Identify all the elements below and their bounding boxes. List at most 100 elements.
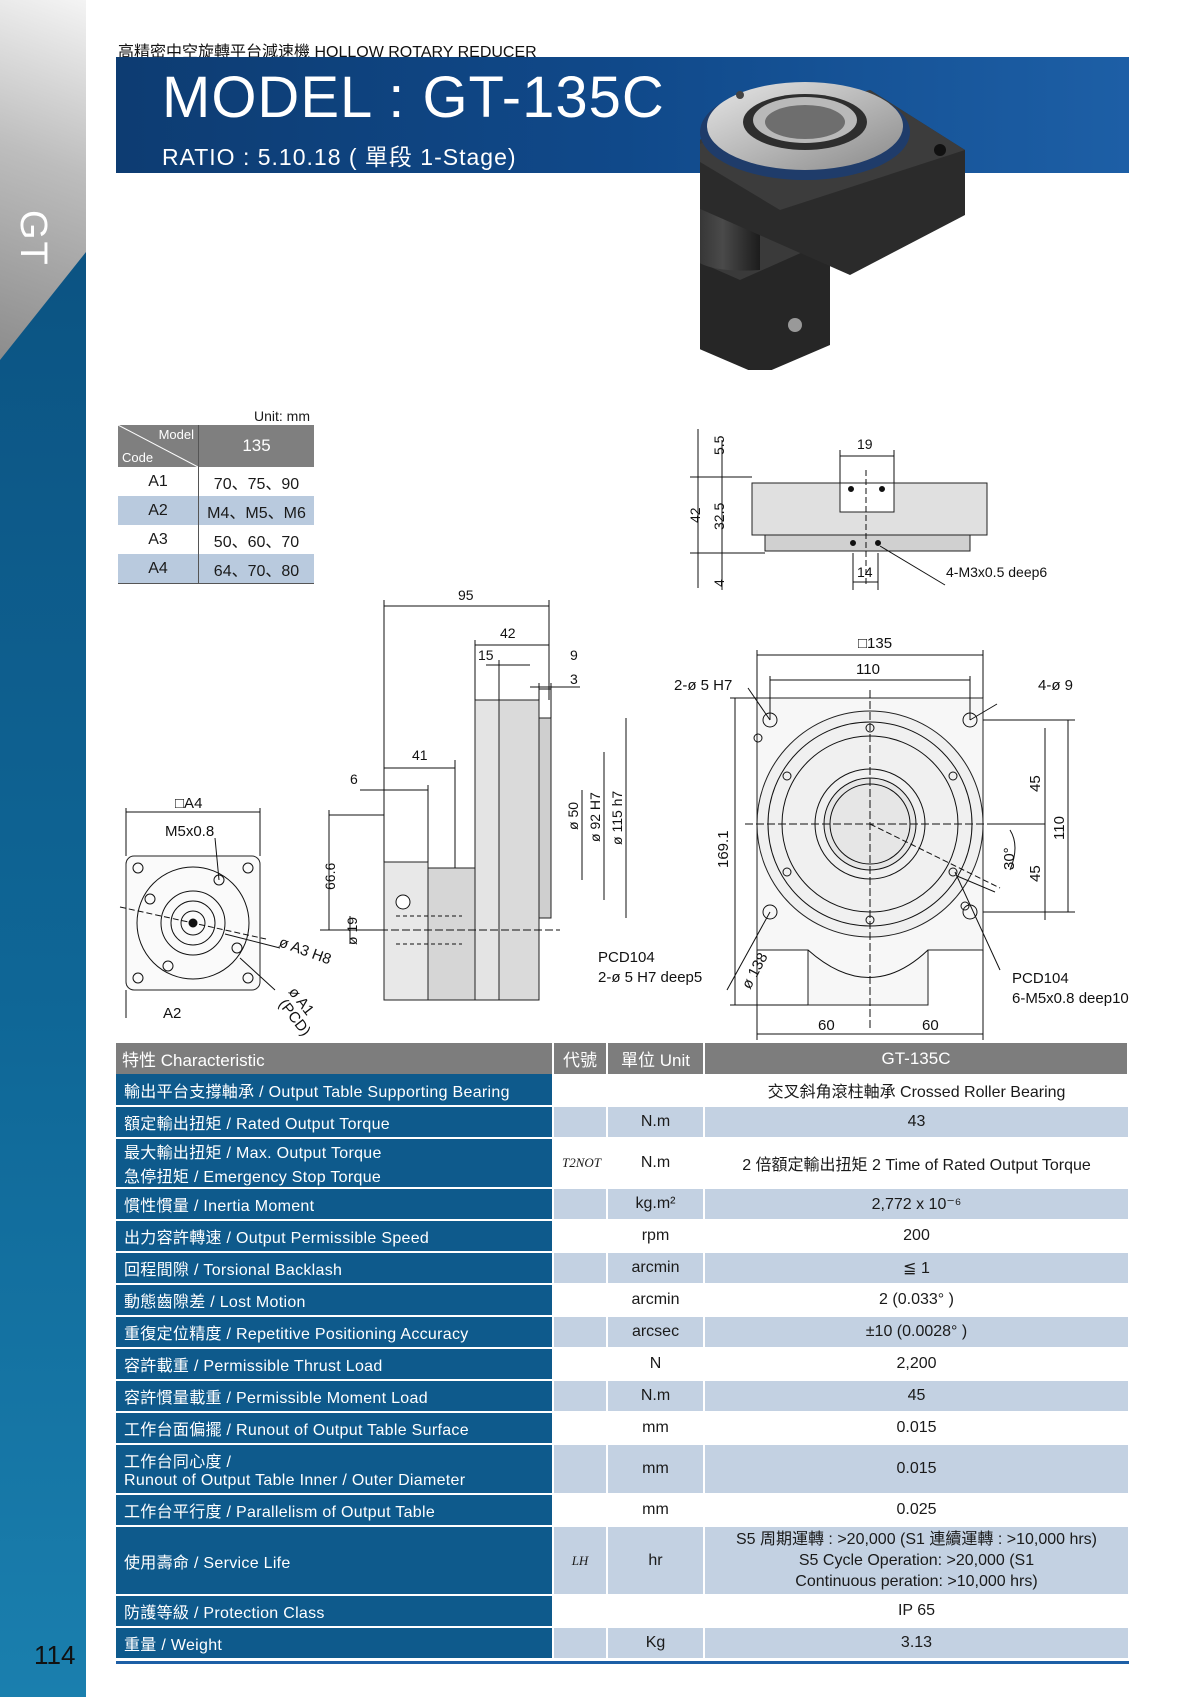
spec-row: 容許載重 / Permissible Thrust Load N 2,200 [116,1348,1128,1381]
spec-label-2: Runout of Output Table Inner / Outer Dia… [124,1472,466,1489]
dim-169-1: 169.1 [715,830,732,868]
spec-value: ±10 (0.0028° ) [704,1316,1128,1349]
code-row: A4 64、70、80 [118,554,314,584]
top-view-drawing [690,429,988,590]
spec-value: S5 周期運轉 : >20,000 (S1 連續運轉 : >10,000 hrs… [735,1531,1098,1548]
pcd-left-2: 2-ø 5 H7 deep5 [598,969,702,986]
spec-value-3: Continuous peration: >10,000 hrs) [795,1573,1038,1590]
code-cell: A3 [118,525,199,554]
dim-a2: A2 [163,1005,181,1022]
spec-symbol [553,1106,608,1139]
hole-right: 4-ø 9 [1038,677,1073,694]
header-code: Code [122,450,154,465]
spec-unit: arcmin [607,1252,705,1285]
spec-label: 動態齒隙差 / Lost Motion [116,1284,554,1317]
flange-hole [788,318,802,332]
spec-symbol [553,1627,608,1660]
spec-label: 最大輸出扭矩 / Max. Output Torque [124,1145,382,1162]
spec-unit: N.m [607,1380,705,1413]
thread-spec: 4-M3x0.5 deep6 [946,564,1047,580]
spec-row: 額定輸出扭矩 / Rated Output Torque N.m 43 [116,1106,1128,1139]
spec-label: 使用壽命 / Service Life [116,1526,554,1596]
code-value-cell: 64、70、80 [198,554,314,584]
code-cell: A4 [118,554,199,584]
dim-side-19: ø 19 [344,917,360,945]
spec-label-multiline: 最大輸出扭矩 / Max. Output Torque 急停扭矩 / Emerg… [116,1138,554,1189]
spec-unit: rpm [607,1220,705,1253]
th-characteristic: 特性 Characteristic [116,1043,554,1074]
dim-110-top: 110 [856,661,880,678]
dim-41: 41 [412,747,428,763]
page-number: 114 [34,1640,76,1670]
dim-5-5: 5.5 [711,435,727,455]
spec-row: 工作台面偏擺 / Runout of Output Table Surface … [116,1412,1128,1445]
spec-row: 重復定位精度 / Repetitive Positioning Accuracy… [116,1316,1128,1349]
supertitle: 高精密中空旋轉平台減速機 HOLLOW ROTARY REDUCER [118,44,537,61]
spec-label: 容許慣量載重 / Permissible Moment Load [116,1380,554,1413]
dim-m5: M5x0.8 [165,823,214,840]
spec-label: 工作台面偏擺 / Runout of Output Table Surface [116,1412,554,1445]
spec-value: 43 [704,1106,1128,1139]
spec-value: 2 倍額定輸出扭矩 2 Time of Rated Output Torque [704,1138,1128,1189]
spec-value: IP 65 [704,1595,1128,1628]
spec-value: 3.13 [704,1627,1128,1660]
dim-45-bottom: 45 [1027,865,1044,882]
spec-label: 工作台平行度 / Parallelism of Output Table [116,1494,554,1527]
dim-92: ø 92 H7 [587,792,603,842]
spec-unit: hr [607,1526,705,1596]
code-table: Model Code 135 A1 70、75、90 A2 M4、M5、M6 A… [118,425,314,584]
dim-138: ø 138 [739,950,772,992]
dim-19: 19 [857,436,873,452]
spec-unit: mm [607,1444,705,1495]
dim-30: 30° [1001,847,1018,870]
side-view-drawing [320,600,627,1001]
spec-value: 交叉斜角滾柱軸承 Crossed Roller Bearing [704,1074,1128,1107]
spec-symbol [553,1444,608,1495]
code-value-cell: 50、60、70 [213,533,300,551]
dim-32-5: 32.5 [711,503,727,530]
spec-symbol: LH [553,1526,608,1596]
code-header-diagonal: Model Code [118,425,199,467]
spec-value: 0.015 [704,1444,1128,1495]
spec-symbol [553,1188,608,1221]
dim-60-right: 60 [922,1017,939,1034]
spec-value: 2 (0.033° ) [704,1284,1128,1317]
spec-symbol [553,1380,608,1413]
spec-symbol [553,1284,608,1317]
spec-row: 輸出平台支撐軸承 / Output Table Supporting Beari… [116,1074,1128,1107]
dim-3: 3 [570,671,578,687]
dim-sq135: □135 [858,635,892,652]
spec-label: 重復定位精度 / Repetitive Positioning Accuracy [116,1316,554,1349]
spec-row: 防護等級 / Protection Class IP 65 [116,1595,1128,1628]
dim-side-42: 42 [500,625,516,641]
diagonal-line [118,425,198,467]
spec-value: 45 [704,1380,1128,1413]
technical-drawings: 5.5 42 32.5 4 19 14 4-M3x0.5 deep6 □A4 M… [119,429,1129,1040]
header-model-value: 135 [198,425,314,467]
dim-6: 6 [350,771,358,787]
pcd-right-1: PCD104 [1012,970,1069,987]
spec-row: 動態齒隙差 / Lost Motion arcmin 2 (0.033° ) [116,1284,1128,1317]
spec-unit: mm [607,1412,705,1445]
code-row: A3 50、60、70 [118,525,314,554]
dim-66-6: 66.6 [322,863,338,890]
spec-value-multiline: S5 周期運轉 : >20,000 (S1 連續運轉 : >10,000 hrs… [704,1526,1128,1596]
spec-row: 使用壽命 / Service Life LH hr S5 周期運轉 : >20,… [116,1526,1128,1596]
spec-row: 重量 / Weight Kg 3.13 [116,1627,1128,1660]
spec-unit: arcmin [607,1284,705,1317]
spec-symbol [553,1494,608,1527]
dim-45-top: 45 [1027,775,1044,792]
spec-symbol [553,1252,608,1285]
dim-95: 95 [458,587,474,603]
dim-a3: ø A3 H8 [277,934,334,969]
unit-label: Unit: mm [254,408,310,424]
spec-label: 出力容許轉速 / Output Permissible Speed [116,1220,554,1253]
spec-value: ≦ 1 [704,1252,1128,1285]
spec-row: 最大輸出扭矩 / Max. Output Torque 急停扭矩 / Emerg… [116,1138,1128,1189]
spec-unit: N.m [607,1138,705,1189]
product-photo [700,82,965,370]
spec-label: 回程間隙 / Torsional Backlash [116,1252,554,1285]
code-row: A1 70、75、90 [118,467,314,496]
spec-row: 回程間隙 / Torsional Backlash arcmin ≦ 1 [116,1252,1128,1285]
spec-label: 容許載重 / Permissible Thrust Load [116,1348,554,1381]
